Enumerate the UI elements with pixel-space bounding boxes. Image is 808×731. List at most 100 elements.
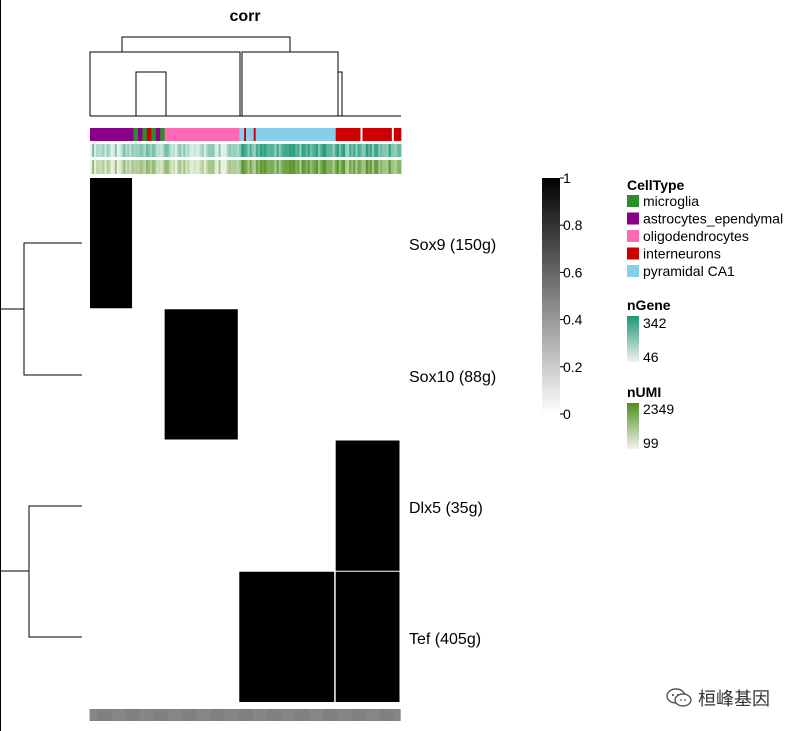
numi-stripe bbox=[166, 160, 170, 174]
numi-stripe bbox=[249, 160, 253, 174]
ngene-stripe bbox=[212, 144, 215, 157]
numi-stripe bbox=[376, 160, 379, 174]
ngene-stripe bbox=[90, 144, 93, 157]
ngene-stripe bbox=[148, 144, 151, 157]
numi-stripe bbox=[284, 160, 288, 174]
numi-stripe bbox=[154, 160, 157, 174]
numi-stripe bbox=[160, 160, 163, 174]
ngene-stripe bbox=[342, 144, 346, 157]
celltype-legend-label: astrocytes_ependymal bbox=[643, 211, 783, 227]
numi-stripe bbox=[371, 160, 375, 174]
numi-stripe bbox=[177, 160, 180, 174]
numi-stripe bbox=[374, 160, 377, 174]
numi-stripe bbox=[102, 160, 105, 174]
ngene-stripe bbox=[218, 144, 222, 157]
numi-stripe bbox=[220, 160, 224, 174]
ngene-stripe bbox=[239, 144, 242, 157]
numi-stripe bbox=[185, 160, 188, 174]
numi-stripe bbox=[226, 160, 230, 174]
ngene-stripe bbox=[100, 144, 103, 157]
ngene-stripe bbox=[131, 144, 134, 157]
ngene-stripe bbox=[324, 144, 327, 157]
numi-stripe bbox=[299, 160, 302, 174]
col-dendro-branch-left bbox=[89, 51, 241, 116]
ngene-stripe bbox=[141, 144, 145, 157]
celltype-segment bbox=[146, 128, 152, 141]
ngene-stripe bbox=[284, 144, 288, 157]
numi-stripe bbox=[247, 160, 251, 174]
numi-stripe bbox=[334, 160, 338, 174]
ngene-stripe bbox=[361, 144, 365, 157]
numi-stripe bbox=[361, 160, 365, 174]
ngene-stripe bbox=[98, 144, 101, 157]
numi-stripe bbox=[133, 160, 137, 174]
numi-stripe bbox=[158, 160, 161, 174]
chart-title: corr bbox=[229, 8, 260, 25]
ngene-stripe bbox=[187, 144, 190, 157]
numi-stripe bbox=[204, 160, 207, 174]
colorbar-ticks: 10.80.60.40.20 bbox=[560, 170, 583, 422]
numi-stripe bbox=[353, 160, 356, 174]
celltype-legend-label: pyramidal CA1 bbox=[643, 263, 735, 279]
numi-stripe bbox=[96, 160, 99, 174]
ngene-stripe bbox=[384, 144, 387, 157]
numi-stripe bbox=[251, 160, 255, 174]
ngene-stripe bbox=[257, 144, 261, 157]
ngene-stripe bbox=[309, 144, 313, 157]
numi-stripe bbox=[266, 160, 269, 174]
ngene-stripe bbox=[185, 144, 188, 157]
ngene-stripe bbox=[222, 144, 226, 157]
row-label-dlx5: Dlx5 (35g) bbox=[409, 500, 483, 517]
numi-stripe bbox=[145, 160, 149, 174]
numi-stripe bbox=[206, 160, 209, 174]
numi-stripe bbox=[104, 160, 107, 174]
numi-stripe bbox=[183, 160, 186, 174]
ngene-stripe bbox=[340, 144, 344, 157]
ngene-stripe bbox=[228, 144, 232, 157]
ngene-stripe bbox=[137, 144, 141, 157]
celltype-segment bbox=[151, 128, 157, 141]
ngene-stripe bbox=[235, 144, 238, 157]
numi-stripe bbox=[282, 160, 286, 174]
ngene-stripe bbox=[164, 144, 168, 157]
celltype-legend-swatch bbox=[627, 230, 639, 242]
numi-stripe bbox=[382, 160, 385, 174]
numi-stripe bbox=[398, 160, 402, 174]
numi-stripe bbox=[330, 160, 333, 174]
ngene-stripe bbox=[299, 144, 302, 157]
ngene-stripe bbox=[162, 144, 166, 157]
numi-stripe bbox=[135, 160, 139, 174]
celltype-segment bbox=[335, 128, 361, 141]
row-label-tef: Tef (405g) bbox=[409, 631, 481, 648]
celltype-segment bbox=[244, 128, 247, 141]
celltype-segment bbox=[362, 128, 393, 141]
colorbar-gradient bbox=[542, 178, 560, 414]
numi-stripe bbox=[293, 160, 296, 174]
numi-stripe bbox=[318, 160, 321, 174]
numi-stripe bbox=[212, 160, 215, 174]
numi-stripe bbox=[237, 160, 240, 174]
ngene-stripe bbox=[241, 144, 244, 157]
numi-stripe bbox=[392, 160, 396, 174]
ngene-stripe bbox=[110, 144, 114, 157]
ngene-stripe bbox=[359, 144, 363, 157]
ngene-stripe bbox=[280, 144, 284, 157]
numi-stripe bbox=[378, 160, 381, 174]
numi-stripe bbox=[137, 160, 141, 174]
celltype-legend-swatch bbox=[627, 212, 639, 225]
celltype-legend-title: CellType bbox=[627, 177, 685, 193]
ngene-stripe bbox=[104, 144, 107, 157]
ngene-stripe bbox=[193, 144, 197, 157]
numi-stripe bbox=[295, 160, 298, 174]
heatmap-cells bbox=[90, 178, 400, 702]
celltype-segment bbox=[90, 128, 134, 141]
colorbar-tick-label: 0 bbox=[563, 406, 571, 422]
numi-stripe bbox=[187, 160, 190, 174]
ngene-stripe bbox=[216, 144, 219, 157]
ngene-stripe bbox=[305, 144, 309, 157]
ngene-stripe bbox=[392, 144, 396, 157]
numi-stripe bbox=[278, 160, 282, 174]
numi-stripe bbox=[139, 160, 143, 174]
ngene-stripe bbox=[247, 144, 251, 157]
ngene-stripe bbox=[274, 144, 277, 157]
